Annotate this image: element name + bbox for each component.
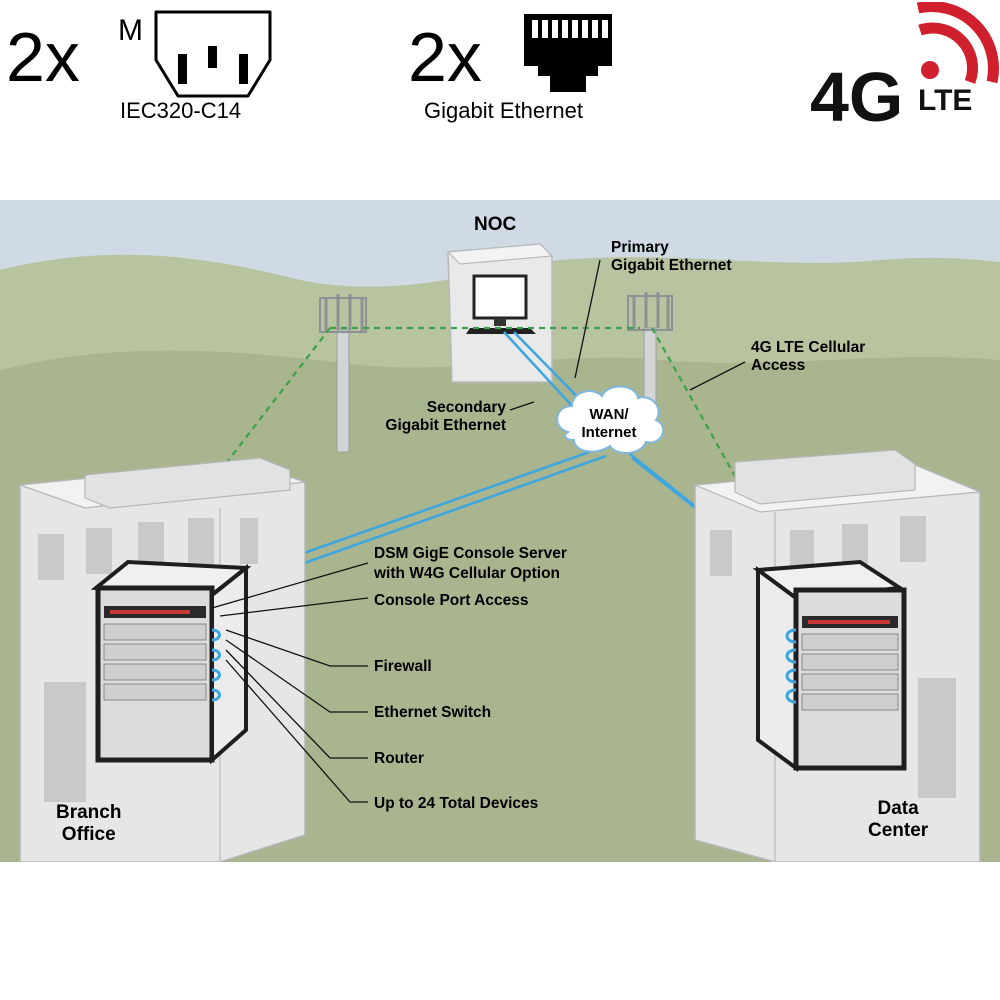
branch-office-label: Branch Office bbox=[56, 802, 122, 845]
noc-keyboard bbox=[466, 328, 536, 334]
console-server-label: DSM GigE Console Server bbox=[374, 545, 567, 562]
signal-waves-icon bbox=[916, 2, 999, 84]
data-center-building bbox=[694, 449, 981, 862]
noc-building bbox=[446, 243, 554, 383]
power-count: 2x bbox=[6, 18, 80, 96]
wan-internet-label: WAN/ Internet bbox=[581, 406, 637, 441]
leader-lines bbox=[211, 259, 746, 803]
noc-monitor bbox=[472, 274, 528, 320]
ethernet-port-icon bbox=[524, 14, 612, 92]
network-diagram bbox=[0, 200, 1000, 862]
secondary-ethernet-label: Secondary Gigabit Ethernet bbox=[385, 399, 506, 434]
power-connector-label: IEC320-C14 bbox=[120, 98, 242, 123]
ethernet-switch-label: Ethernet Switch bbox=[374, 704, 492, 721]
firewall-label: Firewall bbox=[374, 658, 432, 675]
ethernet-count: 2x bbox=[408, 18, 482, 96]
lte-logo-text: LTE bbox=[918, 84, 973, 117]
wan-cloud bbox=[556, 385, 665, 454]
lte-logo-4g: 4G bbox=[810, 58, 904, 136]
iec-c14-inlet-icon bbox=[154, 10, 272, 98]
console-port-access-label: Console Port Access bbox=[374, 592, 529, 609]
primary-ethernet-label: Primary Gigabit Ethernet bbox=[611, 239, 732, 274]
branch-office-building bbox=[19, 457, 306, 862]
router-label: Router bbox=[374, 750, 424, 767]
data-center-label: Data Center bbox=[868, 798, 929, 841]
total-devices-label: Up to 24 Total Devices bbox=[374, 795, 539, 812]
ethernet-label: Gigabit Ethernet bbox=[424, 98, 583, 123]
noc-label: NOC bbox=[474, 214, 517, 235]
lte-access-label: 4G LTE Cellular Access bbox=[751, 339, 866, 374]
cell-tower-left bbox=[319, 294, 367, 453]
cellular-option-label: with W4G Cellular Option bbox=[374, 565, 560, 582]
power-gender: M bbox=[118, 14, 143, 47]
